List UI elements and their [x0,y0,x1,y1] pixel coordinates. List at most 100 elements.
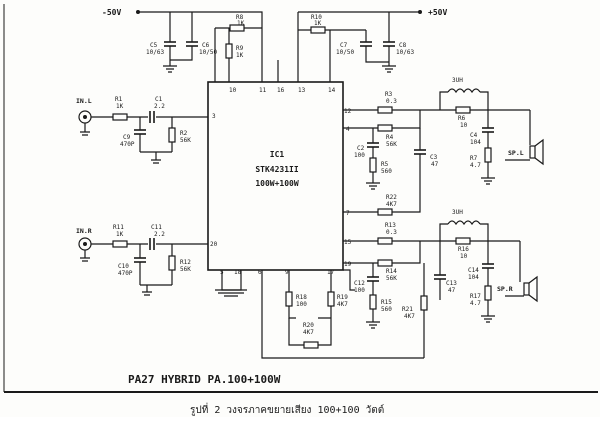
r9-body [225,43,233,59]
c3-value: 47 [431,161,439,168]
schematic-title: PA27 HYBRID PA.100+100W [128,373,281,386]
c1-label: C1 [155,96,163,103]
speaker-left-icon [534,138,544,166]
r13-body [377,237,393,245]
pin-3: 3 [212,113,216,120]
r1-body [112,113,128,121]
r22-wire [343,170,421,213]
r4-value: 56K [386,141,397,148]
right-input-ground-icon [140,284,172,296]
r7-label: R7 [470,155,478,162]
l1-lead-in [439,91,448,110]
r8-label: R8 [236,14,244,21]
c5-label: C5 [150,42,158,49]
c4-value: 104 [470,139,481,146]
input-left-jack-center [83,115,87,119]
ground-c5-icon [163,65,177,73]
r14-label: R14 [386,268,397,275]
r11-body [112,240,128,248]
r13-value: 0.3 [386,229,397,236]
c2-value: 100 [354,152,365,159]
r16-body [455,237,471,245]
pin-4: 4 [346,126,350,133]
r3-value: 0.3 [386,98,397,105]
ic-part: STK4231II [255,165,299,174]
r8-value: 1K [237,20,245,27]
c10-label: C10 [118,263,129,270]
pin-18: 18 [234,269,242,276]
c7-value: 10/50 [336,49,354,56]
c11-value: 2.2 [154,231,165,238]
c8-value: 10/63 [396,49,414,56]
r10-body [310,26,326,34]
r14-value: 56K [386,275,397,282]
spk-right-wires [505,241,524,297]
c13-value: 47 [448,287,456,294]
input-left-label: IN.L [76,97,92,105]
r12-value: 56K [180,266,191,273]
r3-label: R3 [385,91,393,98]
r17-value: 4.7 [470,300,481,307]
r14-body [377,259,393,267]
r22-body [377,208,393,216]
r15-value: 560 [381,306,392,313]
r4-label: R4 [386,134,394,141]
pin17-r19-wire [288,270,332,346]
c6-value: 10/50 [199,49,217,56]
input-right-label: IN.R [76,227,92,235]
pin-14: 14 [328,87,336,94]
c6-lead [170,46,193,61]
r5-value: 560 [381,168,392,175]
c14-label: C14 [468,267,479,274]
ic-ground-icon [215,289,247,297]
pin-9: 9 [285,269,289,276]
r7-value: 4.7 [470,162,481,169]
input-left-ground-icon [80,123,90,136]
pin6-bottom-wire [261,270,424,359]
speaker-right-label: SP.R [497,285,513,293]
supply-pos-label: +50V [428,8,447,17]
input-right-jack-center [83,242,87,246]
pin-12: 12 [344,108,352,115]
c9-label: C9 [123,134,131,141]
pin19-feedback-wire [343,241,421,264]
supply-neg-label: -50V [102,8,121,17]
r10-value: 1K [314,20,322,27]
pin17-side-wire [343,269,355,291]
l2-lead-out [480,223,489,241]
r19-label: R19 [337,294,348,301]
r13-label: R13 [385,222,396,229]
r10-label: R10 [311,14,322,21]
r1-label: R1 [115,96,123,103]
pin-20: 20 [210,241,218,248]
r8-body [229,24,245,32]
figure-caption: รูปที่ 2 วงจรภาคขยายเสียง 100+100 วัตต์ [190,402,384,416]
c3-label: C3 [430,154,438,161]
c14-value: 104 [468,274,479,281]
pin-7: 7 [346,210,350,217]
r2-label: R2 [180,130,188,137]
c7-label: C7 [340,42,348,49]
c1-value: 2.2 [154,103,165,110]
speaker-left-label: SP.L [508,149,524,157]
r21-value: 4K7 [404,313,415,320]
pos-decoupling-wires [365,12,390,42]
r17-body [484,285,492,301]
r9-label: R9 [236,45,244,52]
r3-body [377,106,393,114]
r12-label: R12 [180,259,191,266]
c12-label: C12 [354,280,365,287]
r18-body [285,291,293,307]
r18-value: 100 [296,301,307,308]
pin-19: 19 [344,261,352,268]
r20-value: 4K7 [303,329,314,336]
c6-label: C6 [202,42,210,49]
c5-value: 10/63 [146,49,164,56]
r19-body [327,291,335,307]
r6-body [455,106,471,114]
r11-label: R11 [113,224,124,231]
c11-label: C11 [151,224,162,231]
r6-label: R6 [458,115,466,122]
r17-ground-icon [481,315,495,323]
